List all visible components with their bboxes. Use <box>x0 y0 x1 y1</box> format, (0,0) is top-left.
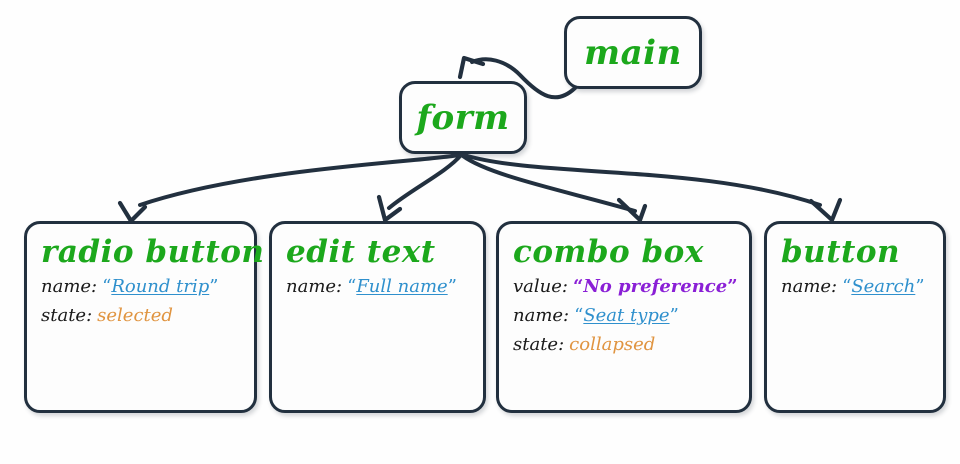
quote-close: ” <box>447 276 457 297</box>
node-button-properties: name: “Search” <box>781 272 929 301</box>
property-row: name: “Full name” <box>286 272 469 301</box>
quote-open: “ <box>574 305 584 327</box>
quote-open: “ <box>102 276 112 297</box>
property-key: name: <box>781 276 838 297</box>
node-form[interactable]: form <box>399 81 527 154</box>
property-value: Full name <box>356 276 448 297</box>
node-combo-box-properties: value: “No preference” name: “Seat type”… <box>513 272 738 359</box>
quote-open: “ <box>347 276 357 297</box>
node-edit-text[interactable]: edit text name: “Full name” <box>269 221 486 413</box>
node-combo-box-title: combo box <box>513 234 704 270</box>
arrowhead-combo <box>616 197 648 223</box>
property-key: state: <box>513 334 565 356</box>
property-value: selected <box>97 305 173 327</box>
node-edit-text-properties: name: “Full name” <box>286 272 469 301</box>
property-row: name: “Round trip” <box>41 272 240 301</box>
arrowhead-radio <box>117 200 148 224</box>
property-key: name: <box>41 276 98 297</box>
quote-close: ” <box>727 276 738 297</box>
node-radio-button-properties: name: “Round trip” state: selected <box>41 272 240 330</box>
property-value: collapsed <box>569 334 656 356</box>
edge-form-to-edit <box>387 153 463 210</box>
node-form-title: form <box>416 97 510 138</box>
node-combo-box[interactable]: combo box value: “No preference” name: “… <box>496 221 752 413</box>
property-value: Search <box>851 276 916 297</box>
property-row: state: collapsed <box>513 330 735 359</box>
property-value: No preference <box>583 276 728 297</box>
node-main[interactable]: main <box>564 16 702 89</box>
edge-form-to-button <box>462 153 822 207</box>
property-row: state: selected <box>41 301 240 330</box>
property-row: value: “No preference” <box>513 272 738 301</box>
property-key: name: <box>286 276 343 297</box>
property-value: Seat type <box>583 305 670 327</box>
node-button[interactable]: button name: “Search” <box>764 221 946 413</box>
quote-close: ” <box>669 305 679 327</box>
quote-close: ” <box>915 276 925 297</box>
edge-form-to-combo <box>461 154 637 213</box>
node-edit-text-title: edit text <box>286 234 436 270</box>
property-row: name: “Search” <box>781 272 929 301</box>
quote-open: “ <box>842 276 852 297</box>
quote-close: ” <box>209 276 219 297</box>
property-row: name: “Seat type” <box>513 301 735 330</box>
property-value: Round trip <box>111 276 210 297</box>
node-main-title: main <box>584 32 682 73</box>
arrowhead-edit <box>376 194 403 223</box>
quote-open: “ <box>572 276 584 297</box>
arrowhead-form <box>457 55 486 80</box>
edge-form-to-radio <box>138 153 461 207</box>
node-radio-button-title: radio button <box>41 234 265 270</box>
arrowhead-button <box>808 197 843 223</box>
property-key: name: <box>513 305 570 327</box>
node-button-title: button <box>781 234 901 270</box>
property-key: state: <box>41 305 93 327</box>
node-radio-button[interactable]: radio button name: “Round trip” state: s… <box>24 221 265 413</box>
property-key: value: <box>513 276 568 297</box>
